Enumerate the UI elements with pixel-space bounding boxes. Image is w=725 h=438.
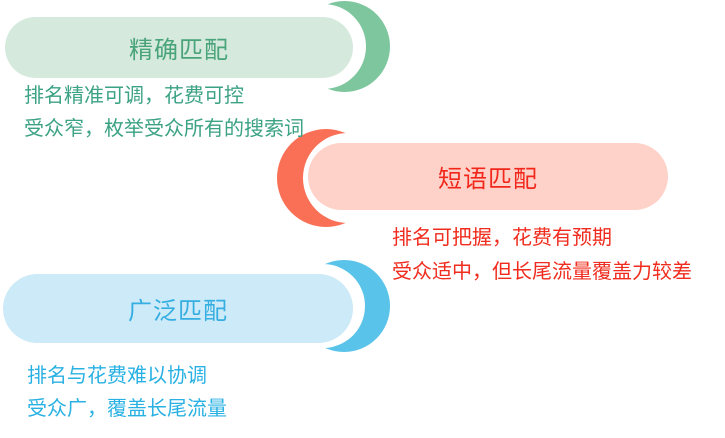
exact-match-pill: 精确匹配 xyxy=(5,17,353,78)
exact-match-note-2: 受众窄，枚举受众所有的搜索词 xyxy=(24,118,304,140)
broad-match-note-2: 受众广，覆盖长尾流量 xyxy=(27,398,227,420)
phrase-match-note-1: 排名可把握，花费有预期 xyxy=(392,227,612,249)
broad-match-note-1: 排名与花费难以协调 xyxy=(27,365,207,387)
exact-match-title: 精确匹配 xyxy=(129,37,229,64)
exact-match-note-1: 排名精准可调，花费可控 xyxy=(24,85,244,107)
phrase-match-title: 短语匹配 xyxy=(438,166,538,193)
broad-match-pill: 广泛匹配 xyxy=(3,274,353,343)
broad-match-title: 广泛匹配 xyxy=(128,298,228,325)
phrase-match-pill: 短语匹配 xyxy=(308,143,668,210)
phrase-match-note-2: 受众适中，但长尾流量覆盖力较差 xyxy=(392,261,692,283)
